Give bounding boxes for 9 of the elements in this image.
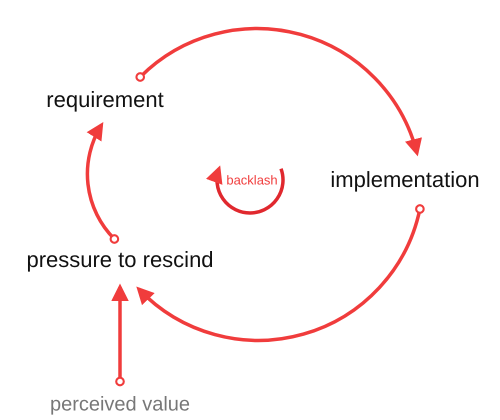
arrow	[111, 284, 129, 386]
node-label: requirement	[46, 87, 164, 113]
node-label: perceived value	[50, 394, 190, 416]
loop-label: backlash	[226, 172, 278, 188]
node-label: implementation	[330, 167, 480, 193]
arrow	[136, 204, 425, 342]
node-label: pressure to rescind	[26, 247, 214, 273]
arrow	[135, 27, 421, 156]
arrow	[86, 122, 120, 244]
